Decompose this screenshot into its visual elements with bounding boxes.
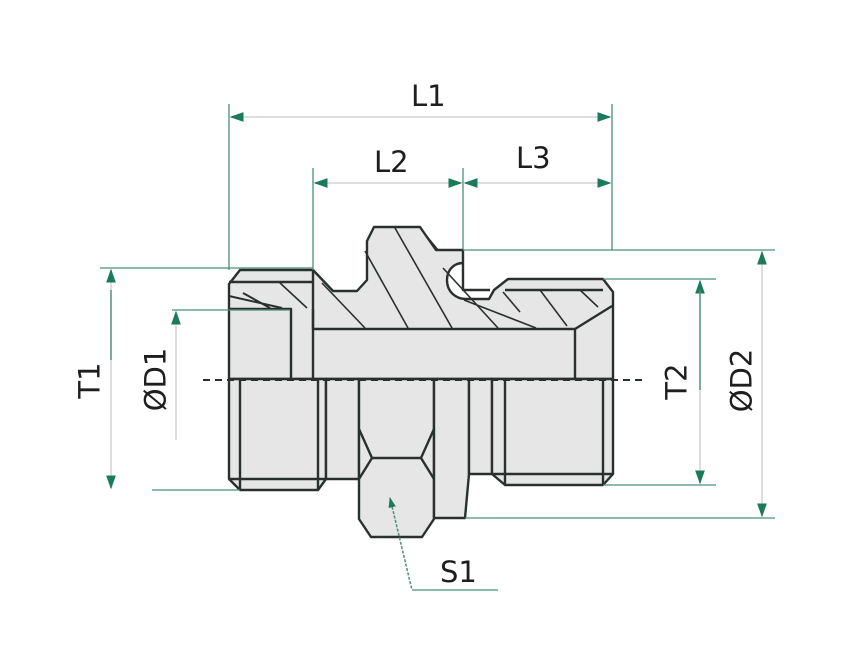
fitting-section-upper — [227, 225, 615, 381]
label-T2: T2 — [659, 363, 694, 400]
label-T1: T1 — [72, 362, 107, 399]
label-S1: S1 — [440, 555, 477, 589]
label-D1: ØD1 — [138, 347, 173, 412]
label-L2: L2 — [374, 145, 409, 179]
leader-S1 — [388, 496, 498, 591]
extension-lines — [100, 104, 775, 519]
fitting-view-lower — [227, 377, 615, 539]
label-L3: L3 — [516, 141, 551, 175]
label-D2: ØD2 — [724, 348, 759, 413]
dim-teal-accents — [110, 290, 701, 390]
section-hatching — [278, 227, 599, 329]
label-L1: L1 — [411, 79, 446, 113]
